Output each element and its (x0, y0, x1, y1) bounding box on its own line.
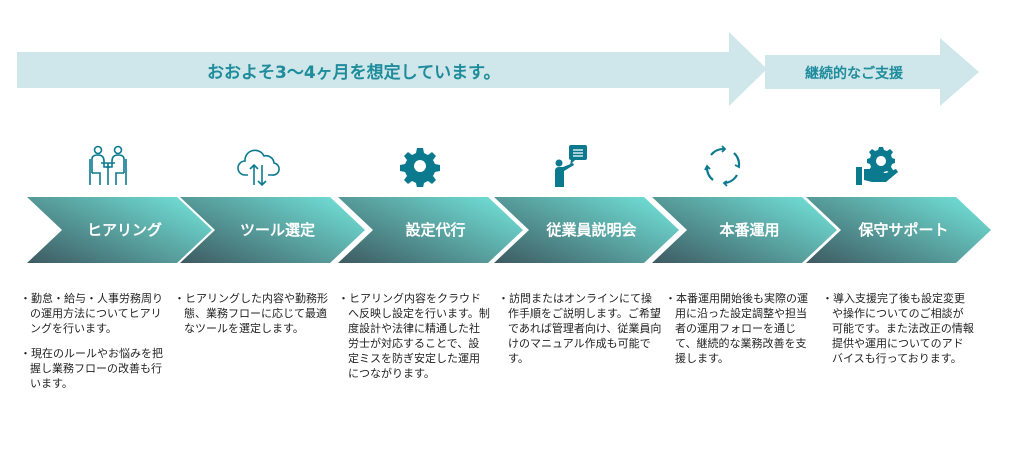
desc-item: ・本番運用開始後も実際の運用に沿った設定調整や担当者の運用フォローを通じて、継続… (665, 292, 808, 365)
step-label: 保守サポート (858, 221, 949, 239)
step-description: ・ヒアリングした内容や勤務形態、業務フローに応じて最適なツールを選定します。 (174, 291, 334, 346)
step-hearing: ヒアリング (27, 197, 212, 263)
meeting-icon (89, 145, 127, 185)
timeline-continuing-text: 継続的なご支援 (805, 66, 903, 82)
desc-item: ・導入支援完了後も設定変更や操作についてのご相談が可能です。また法改正の情報提供… (822, 292, 974, 365)
desc-item: ・勤怠・給与・人事労務周りの運用方法についてヒアリングを行います。 (20, 292, 163, 335)
timeline-banner-continuing: 継続的なご支援 (765, 38, 979, 106)
step-label: ツール選定 (239, 221, 315, 239)
step-label: 本番運用 (719, 221, 780, 239)
desc-item: ・ヒアリング内容をクラウドへ反映し設定を行います。制度設計や法律に精通した社労士… (338, 292, 490, 380)
hand-gear-icon (856, 147, 898, 185)
step-maintenance: 保守サポート (806, 197, 991, 263)
presenter-icon (555, 145, 587, 187)
step-label: ヒアリング (86, 221, 162, 239)
step-briefing: 従業員説明会 (494, 197, 679, 263)
step-description: ・ヒアリング内容をクラウドへ反映し設定を行います。制度設計や法律に精通した社労士… (338, 291, 490, 391)
cloud-transfer-icon (237, 149, 280, 187)
step-description: ・訪問またはオンラインにて操作手順をご説明します。ご希望であれば管理者向け、従業… (498, 291, 662, 376)
timeline-banner-main: おおよそ3〜4ヶ月を想定しています。 (17, 32, 767, 106)
desc-item: ・ヒアリングした内容や勤務形態、業務フローに応じて最適なツールを選定します。 (174, 292, 328, 335)
step-label: 設定代行 (405, 221, 466, 239)
step-label: 従業員説明会 (546, 221, 637, 239)
gear-icon (400, 148, 440, 187)
cycle-icon (704, 145, 741, 187)
step-setup: 設定代行 (338, 197, 523, 263)
step-description: ・導入支援完了後も設定変更や操作についてのご相談が可能です。また法改正の情報提供… (822, 291, 974, 376)
step-description: ・本番運用開始後も実際の運用に沿った設定調整や担当者の運用フォローを通じて、継続… (665, 291, 815, 376)
desc-item: ・現在のルールやお悩みを把握し業務フローの改善も行います。 (20, 347, 163, 390)
step-tool-selection: ツール選定 (180, 197, 365, 263)
step-description: ・勤怠・給与・人事労務周りの運用方法についてヒアリングを行います。・現在のルール… (20, 291, 170, 401)
step-production: 本番運用 (652, 197, 837, 263)
timeline-main-text: おおよそ3〜4ヶ月を想定しています。 (207, 63, 501, 83)
desc-item: ・訪問またはオンラインにて操作手順をご説明します。ご希望であれば管理者向け、従業… (498, 292, 662, 365)
